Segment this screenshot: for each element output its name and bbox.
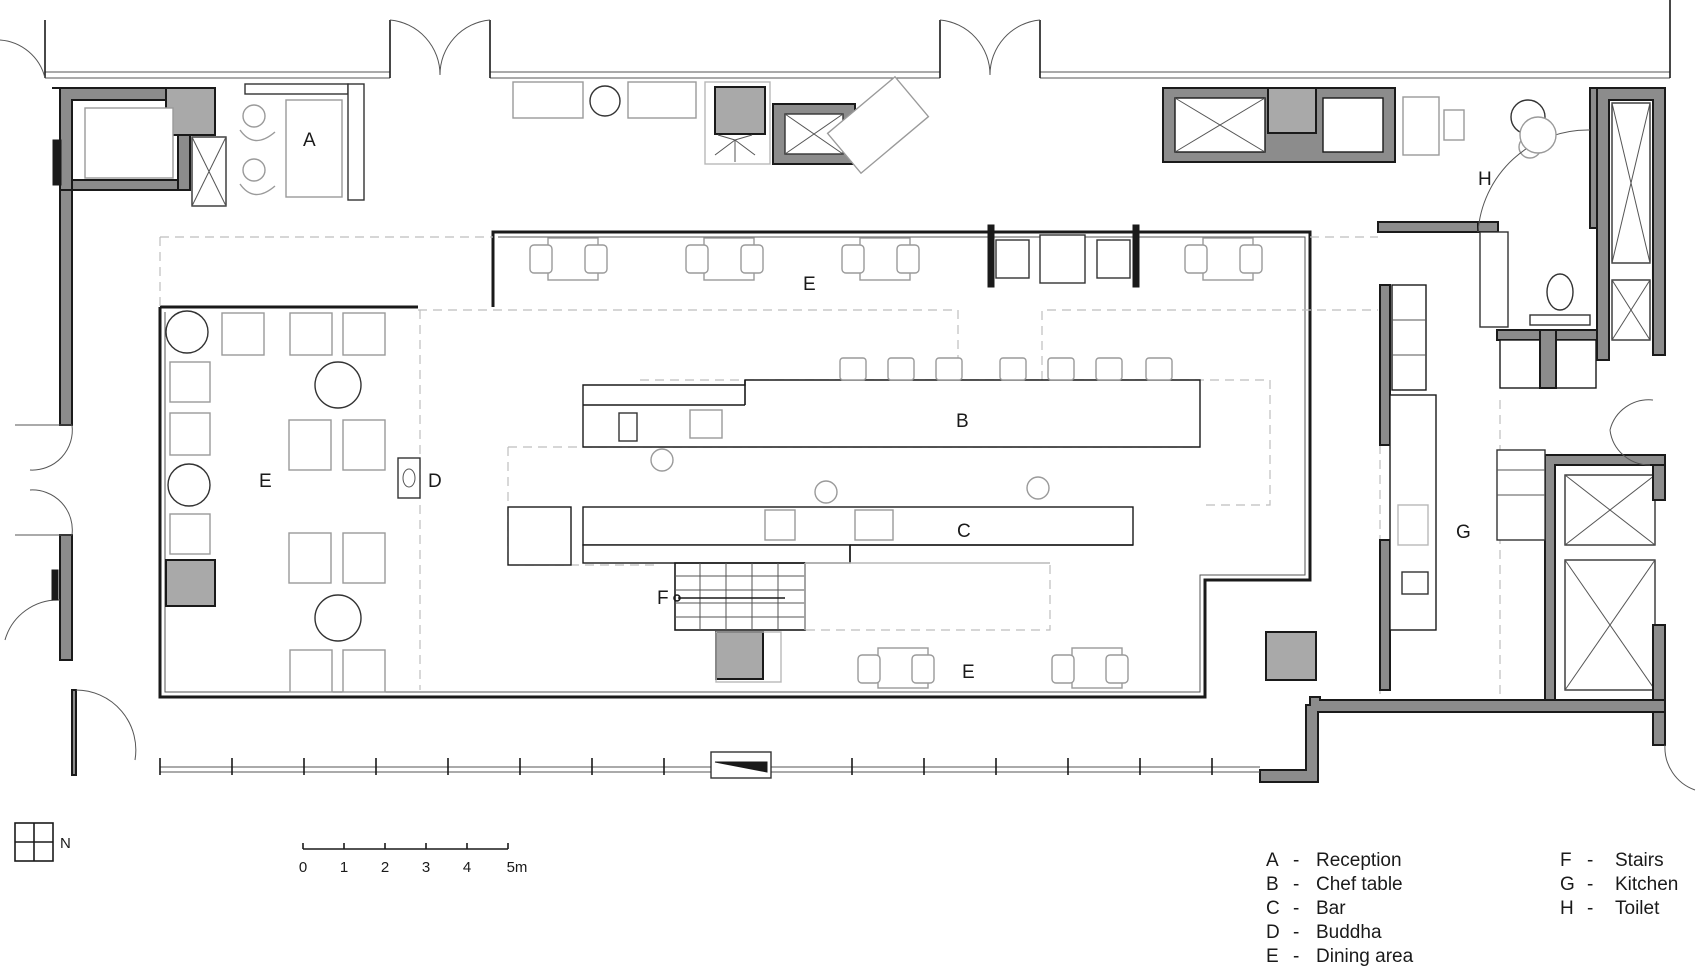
label-reception: A bbox=[303, 130, 316, 151]
legend-key: F bbox=[1560, 850, 1572, 871]
main-hall bbox=[158, 230, 1312, 699]
legend-sep: - bbox=[1293, 850, 1299, 871]
legend-key: C bbox=[1266, 898, 1280, 919]
legend-text: Dining area bbox=[1316, 946, 1414, 966]
scale-bar: 0 1 2 3 4 5m bbox=[299, 843, 528, 876]
reception-area bbox=[52, 83, 365, 207]
legend-key: D bbox=[1266, 922, 1280, 943]
chairs-top-row bbox=[529, 244, 1263, 274]
legend-sep: - bbox=[1587, 850, 1593, 871]
label-dining-bottom: E bbox=[962, 662, 975, 683]
label-dining-left: E bbox=[259, 471, 272, 492]
label-bar: C bbox=[957, 521, 971, 542]
label-stairs: F bbox=[657, 588, 669, 609]
legend-sep: - bbox=[1293, 922, 1299, 943]
legend-key: G bbox=[1560, 874, 1575, 895]
legend-text: Buddha bbox=[1316, 922, 1382, 943]
legend-text: Bar bbox=[1316, 898, 1346, 919]
stairs bbox=[673, 562, 1050, 683]
legend-sep: - bbox=[1587, 898, 1593, 919]
scale-tick: 0 bbox=[299, 859, 307, 876]
room-labels: A B C D E E E F G H bbox=[259, 130, 1492, 683]
top-dining-furniture bbox=[529, 224, 1263, 288]
bar-stools bbox=[839, 357, 1173, 381]
label-dining-top: E bbox=[803, 274, 816, 295]
label-toilet: H bbox=[1478, 169, 1492, 190]
scale-tick: 1 bbox=[340, 859, 348, 876]
left-dining-furniture bbox=[165, 310, 421, 693]
kitchen bbox=[1259, 284, 1696, 791]
legend-text: Reception bbox=[1316, 850, 1402, 871]
legend-key: H bbox=[1560, 898, 1574, 919]
staff-figures bbox=[650, 448, 1050, 504]
plant-icon bbox=[714, 134, 756, 162]
north-arrow: N bbox=[14, 822, 71, 862]
legend-text: Kitchen bbox=[1615, 874, 1678, 895]
legend-text: Chef table bbox=[1316, 874, 1403, 895]
scale-tick: 2 bbox=[381, 859, 389, 876]
scale-tick: 3 bbox=[422, 859, 430, 876]
bottom-dining-furniture bbox=[857, 631, 1317, 689]
legend-text: Stairs bbox=[1615, 850, 1664, 871]
toilet-area bbox=[1377, 87, 1666, 431]
legend-sep: - bbox=[1293, 898, 1299, 919]
legend: A - Reception B - Chef table C - Bar D -… bbox=[1266, 850, 1678, 966]
label-kitchen: G bbox=[1456, 522, 1471, 543]
entrance-furniture bbox=[512, 75, 930, 175]
label-chef-table: B bbox=[956, 411, 969, 432]
top-right-rooms bbox=[1162, 87, 1546, 163]
legend-key: A bbox=[1266, 850, 1279, 871]
chef-table-and-bar bbox=[507, 357, 1201, 566]
legend-text: Toilet bbox=[1615, 898, 1660, 919]
buddha-statue-icon bbox=[397, 457, 421, 499]
scale-tick: 5m bbox=[507, 859, 528, 876]
legend-sep: - bbox=[1587, 874, 1593, 895]
legend-sep: - bbox=[1293, 874, 1299, 895]
scale-tick: 4 bbox=[463, 859, 471, 876]
bottom-facade bbox=[159, 751, 1260, 779]
north-label: N bbox=[60, 835, 71, 852]
legend-key: E bbox=[1266, 946, 1279, 966]
label-buddha: D bbox=[428, 471, 442, 492]
legend-key: B bbox=[1266, 874, 1279, 895]
legend-sep: - bbox=[1293, 946, 1299, 966]
top-facade bbox=[0, 0, 1671, 79]
left-wall bbox=[4, 189, 137, 776]
